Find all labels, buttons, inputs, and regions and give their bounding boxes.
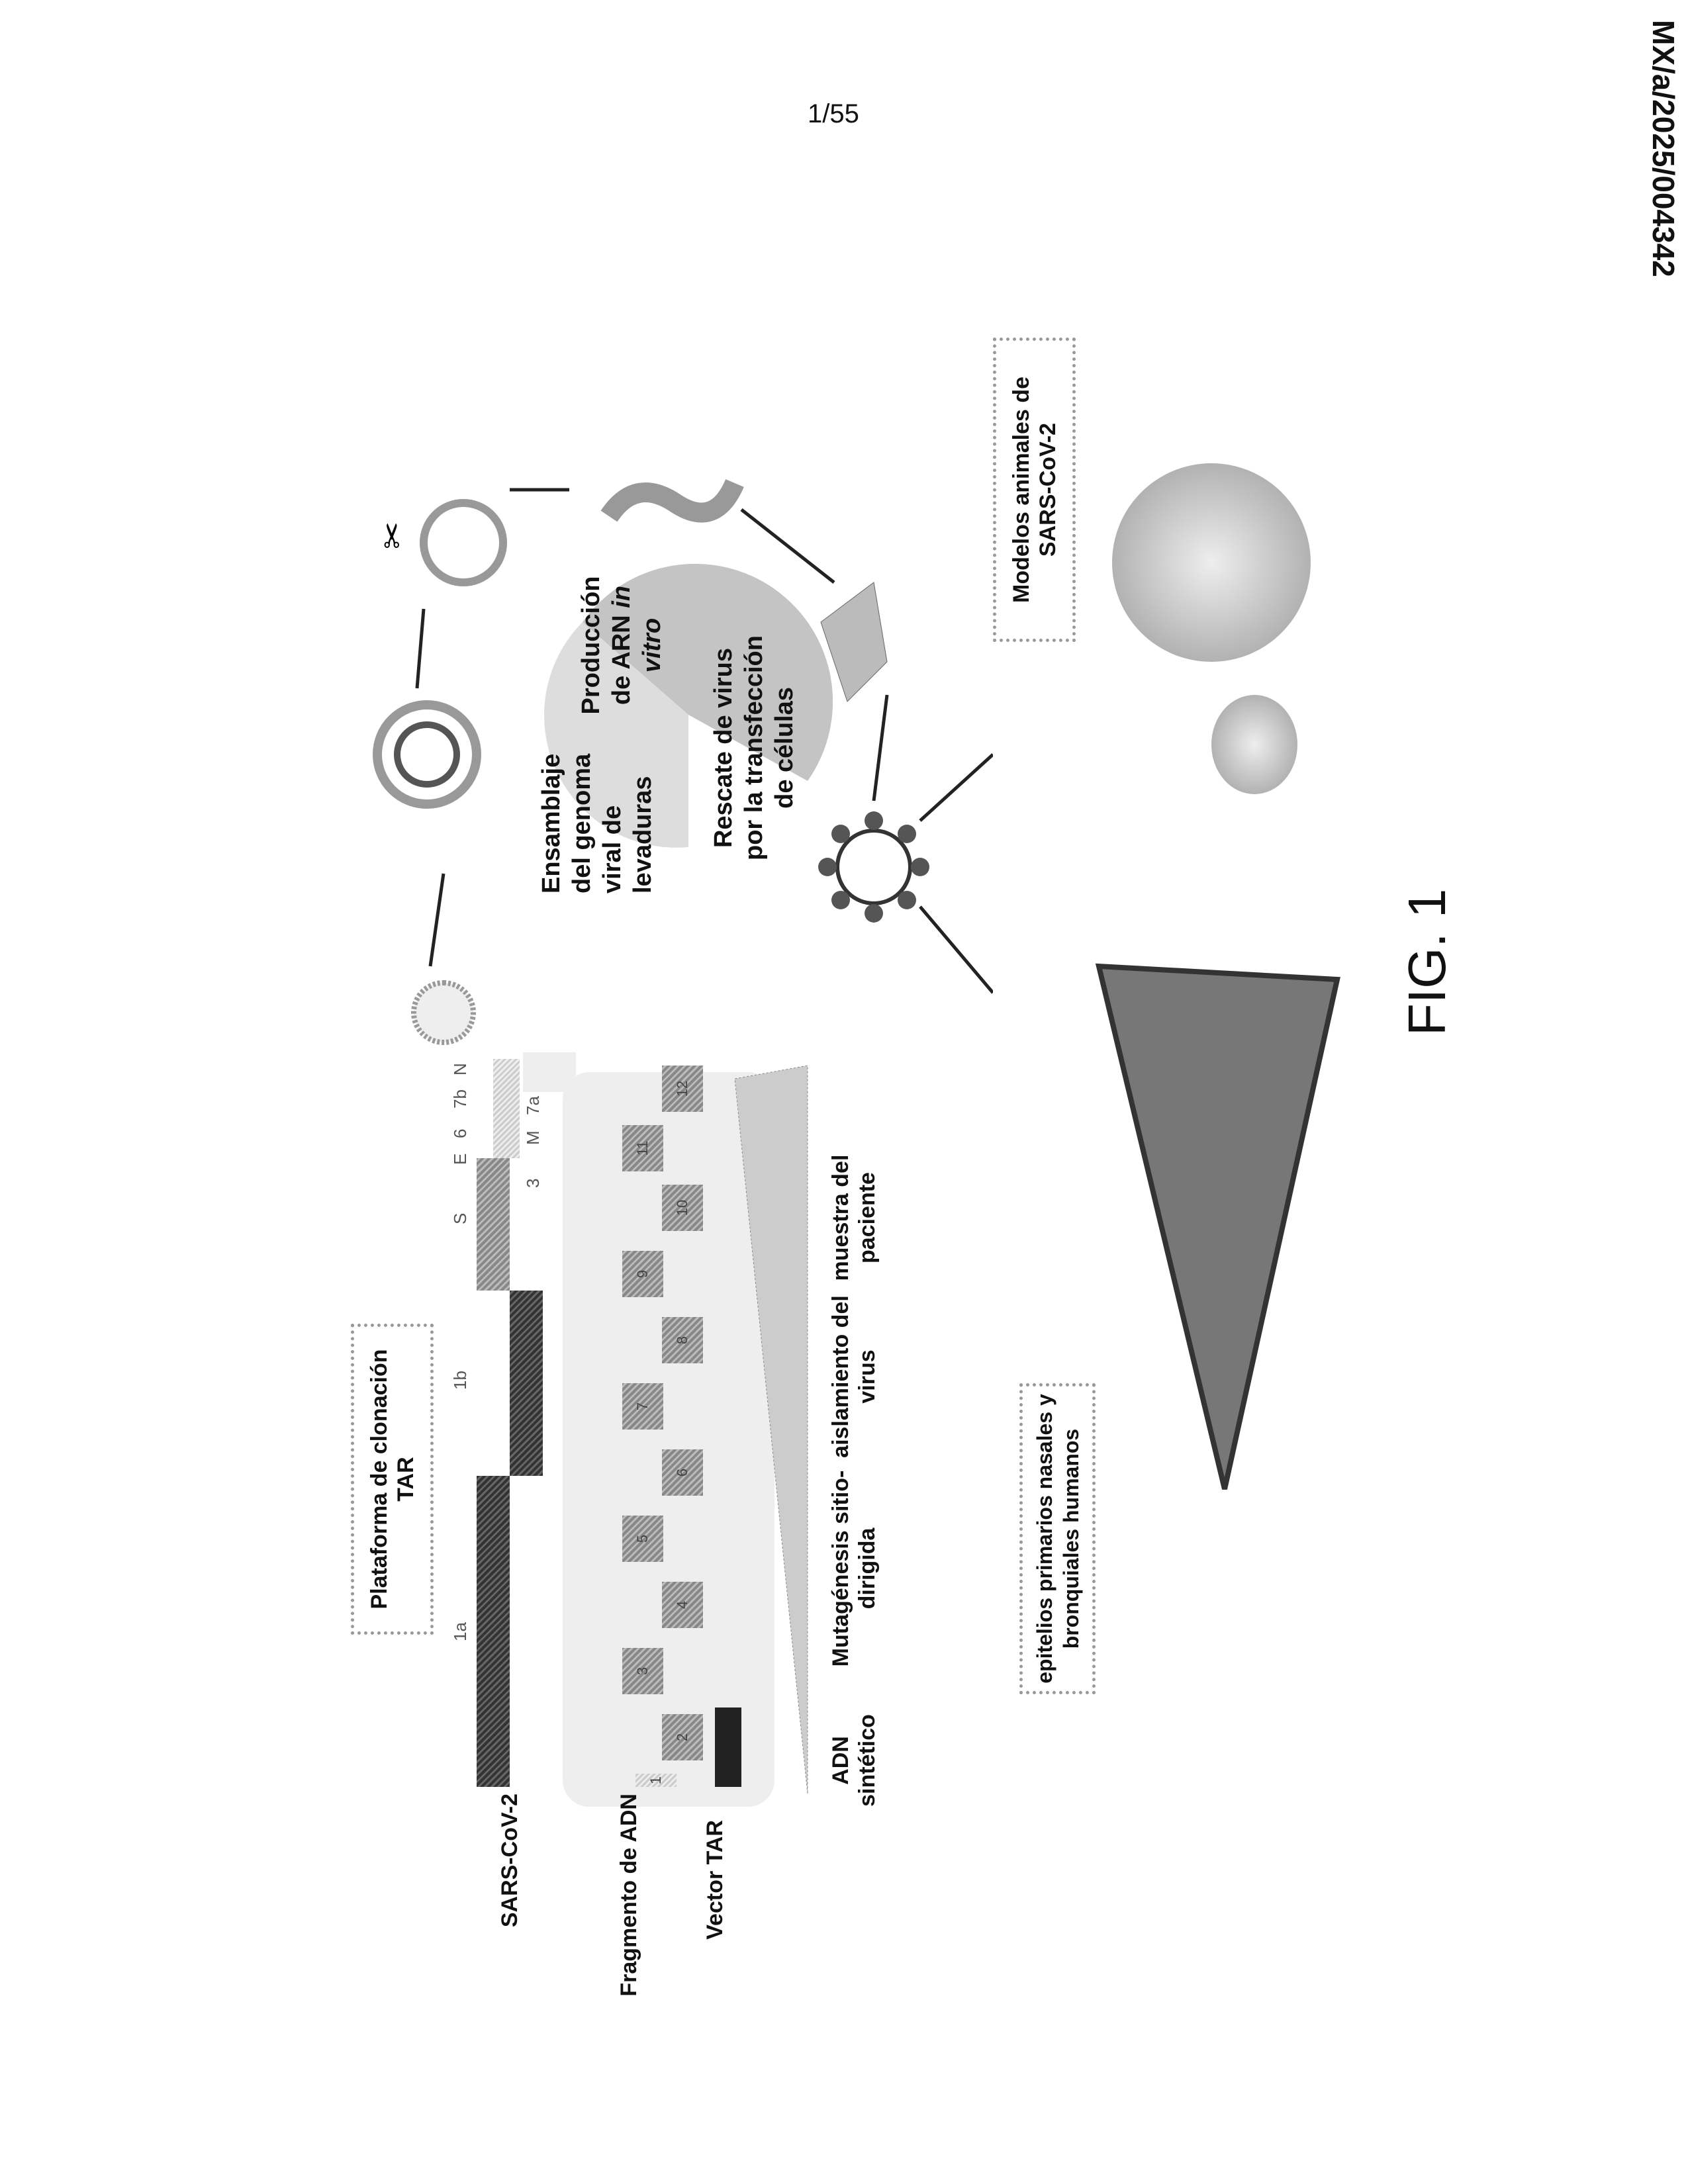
fragment-1: 1 [635, 1774, 677, 1787]
dna-cluster-icon [414, 983, 473, 1042]
fragment-9: 9 [622, 1251, 663, 1297]
scissors-icon: ✂ [374, 522, 411, 549]
yeast-cell-icon [377, 705, 477, 804]
epithelium-tissue-image [1092, 953, 1344, 1496]
animal-models-label: Modelos animales de SARS-CoV-2 [1008, 341, 1061, 639]
figure-label: FIG. 1 [1397, 889, 1458, 1036]
gene-label: S [450, 1213, 471, 1224]
mouse-image [1211, 695, 1297, 794]
cycle-diagram: ✂ [331, 397, 993, 1125]
plasmid-icon [424, 503, 503, 582]
vector-tar-label: Vector TAR [702, 1820, 728, 1966]
gene-bar-1b [510, 1291, 543, 1476]
epithelia-box: epitelios primarios nasales y bronquiale… [1019, 1383, 1096, 1694]
source-isolation: aislamiento del virus [827, 1291, 880, 1463]
hamster-image [1112, 463, 1311, 662]
source-mutagenesis: Mutagénesis sitio-dirigida [827, 1463, 880, 1674]
fragment-5: 5 [622, 1516, 663, 1562]
sars-cov-2-label: SARS-CoV-2 [496, 1794, 523, 1966]
source-patient: muestra del paciente [827, 1152, 880, 1284]
tar-title-box: Plataforma de clonación TAR [351, 1324, 434, 1635]
fragment-4: 4 [662, 1582, 703, 1628]
gene-bar-1a [477, 1476, 510, 1787]
fragment-3: 3 [622, 1648, 663, 1694]
fragment-label: Fragmento de ADN [616, 1794, 642, 2052]
rescue-label: Rescate de virus por la transfección de … [708, 635, 800, 860]
tar-title: Plataforma de clonación TAR [366, 1327, 419, 1631]
source-triangle [722, 1059, 814, 1794]
fragment-2: 2 [662, 1714, 703, 1760]
gene-label: M [523, 1130, 543, 1145]
fragment-6: 6 [662, 1449, 703, 1496]
fragment-8: 8 [662, 1317, 703, 1363]
assembly-label: Ensamblaje del genoma viral de levaduras [536, 748, 658, 893]
source-synthetic: ADN sintético [827, 1688, 880, 1833]
gene-label: 6 [450, 1129, 471, 1138]
rna-production-label: Producción de ARN in vitro [576, 569, 667, 721]
gene-label: 3 [523, 1179, 543, 1188]
gene-bar-s [477, 1158, 510, 1291]
fragment-10: 10 [662, 1185, 703, 1231]
epithelia-label: epitelios primarios nasales y bronquiale… [1031, 1387, 1084, 1691]
rna-icon [609, 483, 735, 516]
fragment-11: 11 [622, 1125, 663, 1171]
gene-label: 1a [450, 1622, 471, 1641]
gene-label: 1b [450, 1371, 471, 1390]
virus-icon [837, 831, 910, 903]
animal-models-box: Modelos animales de SARS-CoV-2 [993, 338, 1076, 642]
fragment-7: 7 [622, 1383, 663, 1430]
gene-label: E [450, 1154, 471, 1165]
